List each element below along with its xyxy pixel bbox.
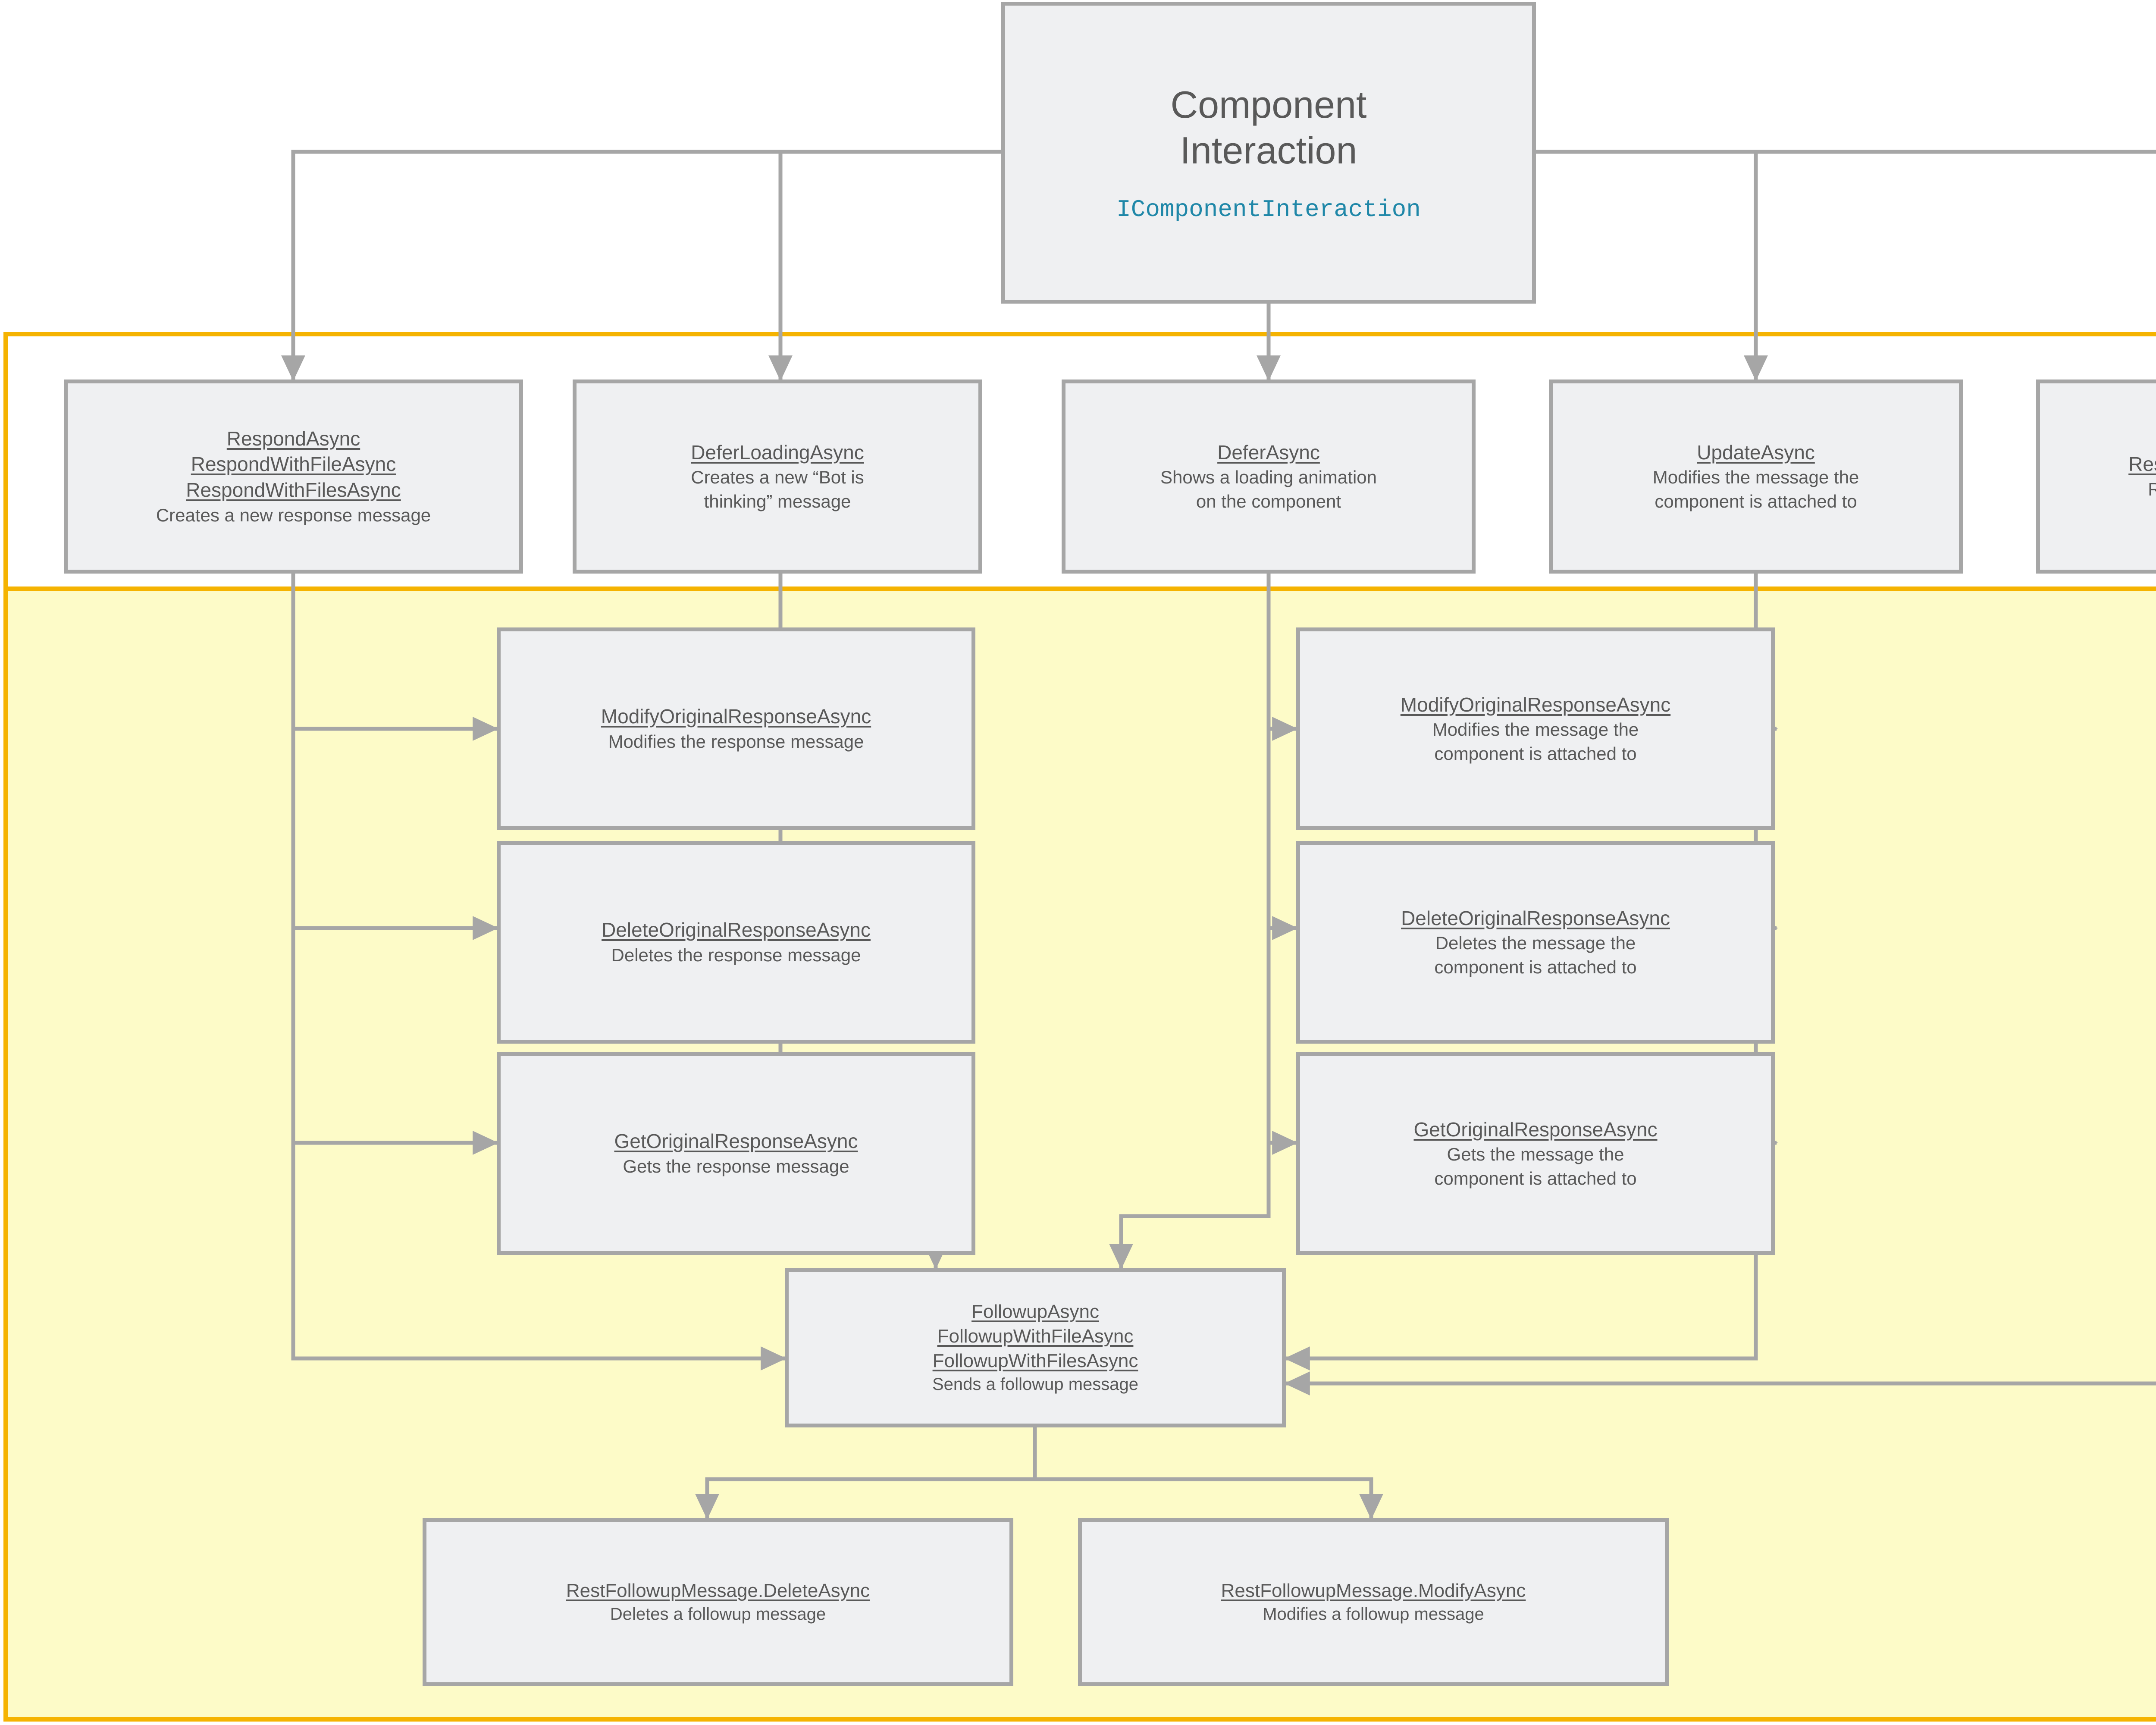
method-name[interactable]: ModifyOriginalResponseAsync <box>601 705 871 728</box>
wire-respond-to-followup <box>291 1143 787 1371</box>
node-description: Deletes a followup message <box>610 1605 826 1624</box>
wire-root-to-update <box>1536 150 1768 381</box>
node-get-original-response-mid[interactable]: GetOriginalResponseAsync Gets the messag… <box>1296 1052 1775 1255</box>
node-description: component is attached to <box>1434 743 1637 764</box>
node-description: Shows a loading animation <box>1160 467 1377 488</box>
node-defer-async[interactable]: DeferAsync Shows a loading animation on … <box>1062 380 1476 574</box>
node-description: Deletes the message the <box>1435 933 1636 953</box>
node-rest-followup-modify-async[interactable]: RestFollowupMessage.ModifyAsync Modifies… <box>1078 1518 1669 1686</box>
wire-root-to-modal <box>1536 150 2156 154</box>
root-title-line1: Component <box>1170 83 1367 126</box>
wire-defer-to-get-mid <box>1266 928 1298 1155</box>
node-description: Creates a new response message <box>156 505 431 525</box>
wire-root-to-respond <box>281 150 1001 381</box>
wire-respond-to-delete-left <box>291 729 498 940</box>
node-description: Sends a followup message <box>932 1375 1139 1394</box>
root-title: Component Interaction <box>1171 82 1367 173</box>
method-name[interactable]: RestFollowupMessage.DeleteAsync <box>566 1580 870 1601</box>
wire-defer-to-followup <box>1109 1143 1271 1270</box>
wire-defer-to-modify-mid <box>1266 574 1298 741</box>
node-description: component is attached to <box>1434 1168 1637 1189</box>
method-name[interactable]: DeleteOriginalResponseAsync <box>602 919 871 941</box>
method-name[interactable]: FollowupWithFileAsync <box>937 1326 1134 1347</box>
node-respond-with-modal-async[interactable]: RespondWithModalAsync Responds with a mo… <box>2036 380 2156 574</box>
node-followup-async[interactable]: FollowupAsync FollowupWithFileAsync Foll… <box>785 1268 1286 1427</box>
node-description: Modifies a followup message <box>1263 1605 1484 1624</box>
method-name[interactable]: DeleteOriginalResponseAsync <box>1401 906 1670 929</box>
node-description: Modifies the message the <box>1652 467 1859 488</box>
node-modify-original-response-left[interactable]: ModifyOriginalResponseAsync Modifies the… <box>497 627 975 830</box>
node-description: Gets the message the <box>1447 1144 1624 1165</box>
method-name[interactable]: UpdateAsync <box>1697 441 1815 464</box>
method-name[interactable]: RestFollowupMessage.ModifyAsync <box>1221 1580 1526 1601</box>
node-description: Deletes the response message <box>611 945 861 966</box>
wire-respond-to-modify-left <box>291 574 498 741</box>
node-description: thinking” message <box>704 491 851 511</box>
node-description: on the component <box>1196 491 1341 511</box>
root-interface-name: IComponentInteraction <box>1116 195 1421 223</box>
node-update-async[interactable]: UpdateAsync Modifies the message the com… <box>1549 380 1963 574</box>
method-name[interactable]: RespondWithModalAsync <box>2128 453 2156 476</box>
root-title-line2: Interaction <box>1180 129 1357 172</box>
node-defer-loading-async[interactable]: DeferLoadingAsync Creates a new “Bot is … <box>573 380 982 574</box>
node-delete-original-response-mid[interactable]: DeleteOriginalResponseAsync Deletes the … <box>1296 841 1775 1044</box>
method-name[interactable]: RespondWithFilesAsync <box>186 479 401 502</box>
node-get-original-response-left[interactable]: GetOriginalResponseAsync Gets the respon… <box>497 1052 975 1255</box>
method-name[interactable]: RespondWithFileAsync <box>191 453 396 476</box>
node-description: Responds with a modal <box>2148 479 2156 500</box>
wire-followup-to-rest-delete <box>695 1427 1037 1520</box>
method-name[interactable]: DeferLoadingAsync <box>691 441 864 464</box>
node-description: component is attached to <box>1434 957 1637 977</box>
node-modify-original-response-mid[interactable]: ModifyOriginalResponseAsync Modifies the… <box>1296 627 1775 830</box>
node-component-interaction[interactable]: Component Interaction IComponentInteract… <box>1001 2 1536 304</box>
wire-defer-to-delete-mid <box>1266 729 1298 940</box>
method-name[interactable]: ModifyOriginalResponseAsync <box>1400 693 1671 716</box>
node-description: Gets the response message <box>623 1156 849 1177</box>
method-name[interactable]: FollowupAsync <box>971 1301 1099 1322</box>
node-delete-original-response-left[interactable]: DeleteOriginalResponseAsync Deletes the … <box>497 841 975 1044</box>
wire-root-to-deferloading <box>768 150 1001 381</box>
node-rest-followup-delete-async[interactable]: RestFollowupMessage.DeleteAsync Deletes … <box>423 1518 1013 1686</box>
method-name[interactable]: GetOriginalResponseAsync <box>614 1130 858 1153</box>
node-description: Modifies the response message <box>608 731 864 752</box>
node-description: Modifies the message the <box>1432 719 1639 740</box>
wire-modal-to-followup <box>1284 1371 2156 1396</box>
method-name[interactable]: FollowupWithFilesAsync <box>932 1350 1138 1372</box>
wire-respond-to-get-left <box>291 928 498 1155</box>
method-name[interactable]: GetOriginalResponseAsync <box>1413 1118 1658 1141</box>
method-name[interactable]: RespondAsync <box>226 427 360 450</box>
method-name[interactable]: DeferAsync <box>1217 441 1320 464</box>
node-description: component is attached to <box>1655 491 1857 511</box>
node-respond-async[interactable]: RespondAsync RespondWithFileAsync Respon… <box>64 380 523 574</box>
wire-followup-to-rest-modify <box>1033 1427 1383 1520</box>
node-description: Creates a new “Bot is <box>691 467 864 488</box>
